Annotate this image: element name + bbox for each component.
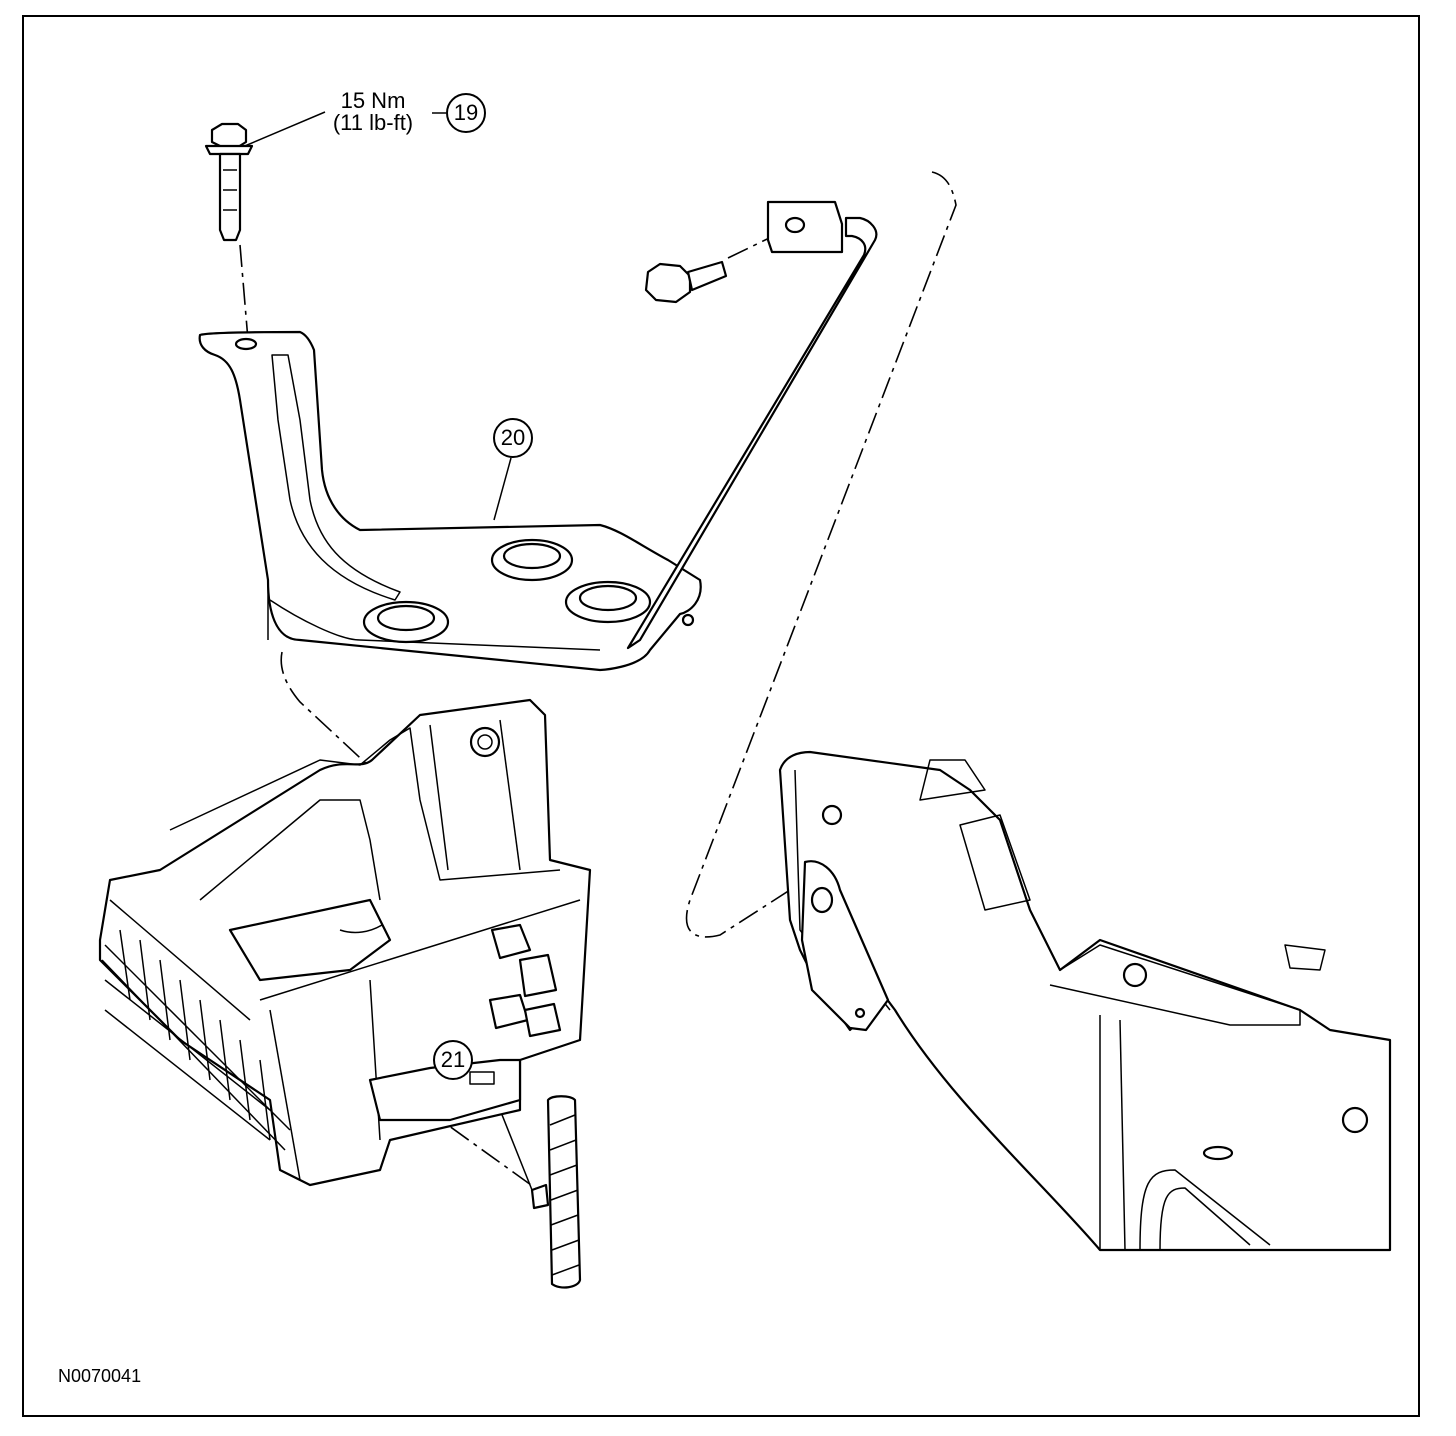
callout-21: 21 (433, 1040, 473, 1080)
callout-19: 19 (446, 93, 486, 133)
callout-20: 20 (493, 418, 533, 458)
callout-21-number: 21 (440, 1047, 466, 1072)
figure-id: N0070041 (58, 1366, 142, 1386)
hose-21-drawing (530, 1095, 582, 1289)
bolt-19-drawing (204, 122, 254, 242)
torque-spec-label: 15 Nm (11 lb-ft) (318, 90, 428, 134)
tray-grille (101, 899, 291, 1151)
battery-tray-drawing (98, 698, 592, 1187)
body-structure-drawing (778, 750, 1392, 1252)
callout-19-number: 19 (453, 100, 479, 125)
torque-spec-imperial: (11 lb-ft) (332, 110, 414, 135)
torque-spec-metric: 15 Nm (340, 88, 406, 113)
strap-bolt-drawing (644, 260, 728, 304)
bracket-20-drawing (198, 200, 878, 672)
callout-20-number: 20 (500, 425, 526, 450)
